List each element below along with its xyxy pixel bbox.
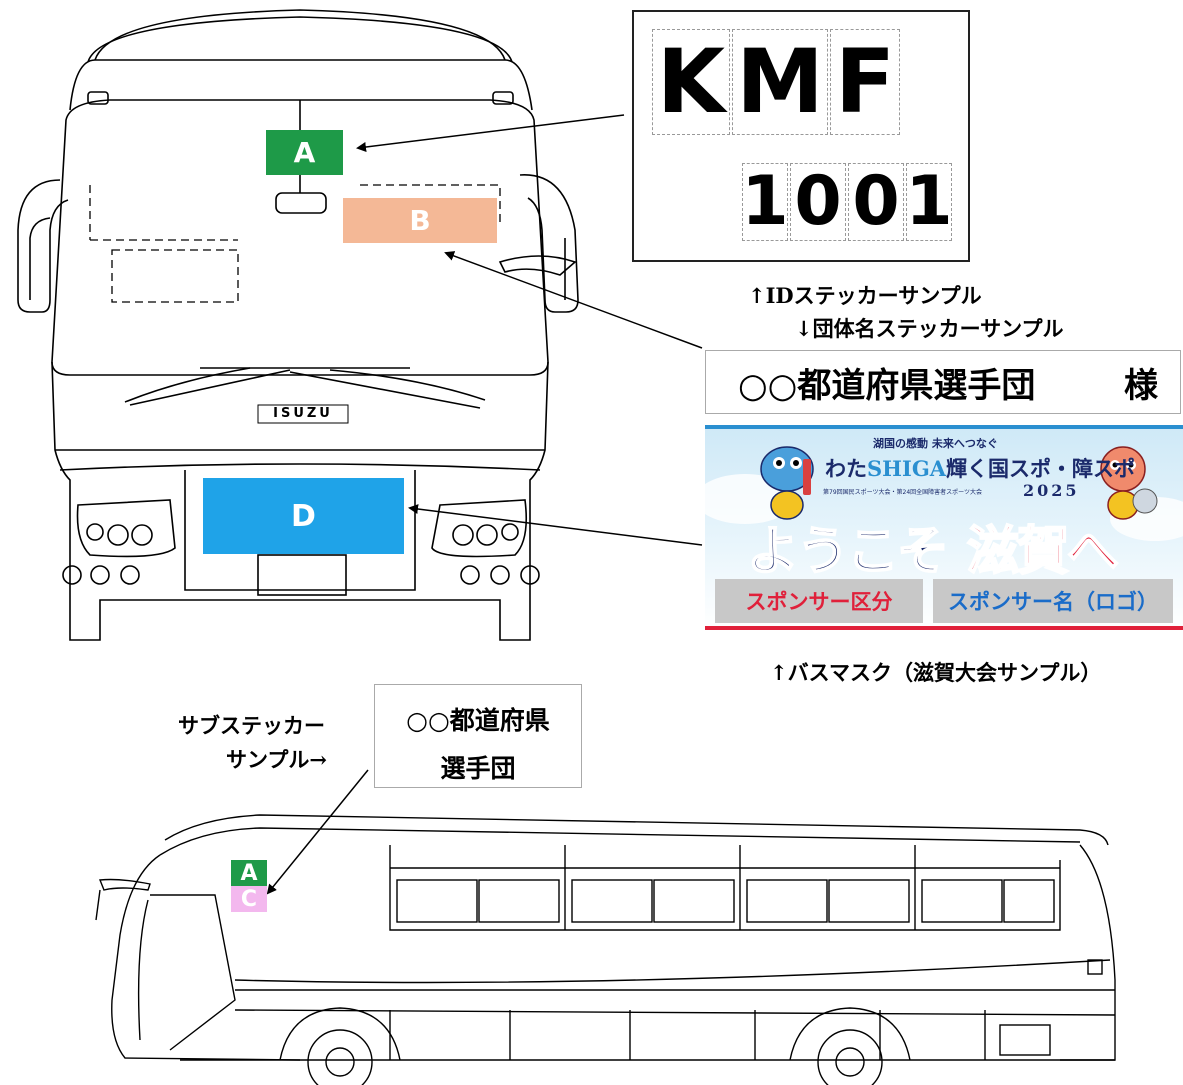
sponsor-name-text: スポンサー名（ロゴ） — [948, 590, 1158, 614]
mask-shiga: 滋賀へ — [966, 521, 1120, 583]
marker-a: A — [266, 130, 343, 175]
sponsor-category-box: スポンサー区分 — [715, 579, 923, 623]
side-marker-a: A — [231, 860, 267, 886]
bus-front-view — [17, 9, 579, 641]
id-digit-1: 1 — [741, 162, 789, 241]
brand-badge: ISUZU — [273, 406, 333, 421]
mascot-right — [1100, 446, 1158, 520]
id-letter-2: M — [732, 29, 828, 135]
side-marker-a-label: A — [240, 860, 258, 886]
caption-sub-sample-2: サンプル→ — [226, 747, 327, 772]
sub-sticker-sample: ○○都道府県 選手団 — [374, 684, 582, 788]
caption-busmask-sample: ↑バスマスク（滋賀大会サンプル） — [770, 660, 1102, 685]
caption-group-sample: ↓団体名ステッカーサンプル — [795, 316, 1064, 341]
mask-year: 2025 — [1023, 481, 1080, 500]
id-letter-1: K — [652, 29, 730, 135]
bus-mask-decor — [705, 446, 1183, 541]
sub-sticker-line2: 選手団 — [440, 754, 516, 783]
mask-bottom-stripe — [705, 626, 1183, 630]
mask-welcome: ようこそ — [746, 521, 950, 583]
group-name-text: ○○都道府県選手団 — [738, 365, 1036, 406]
group-honorific-text: 様 — [1124, 365, 1158, 406]
id-digit-4: 1 — [905, 162, 953, 241]
marker-d-label: D — [291, 498, 316, 534]
id-letter-3: F — [830, 29, 900, 135]
arrow-sub-to-c — [266, 769, 369, 895]
bus-side-view — [95, 814, 1116, 1085]
id-digit-2: 0 — [790, 163, 846, 241]
mask-tagline: 湖国の感動 未来へつなぐ — [873, 437, 998, 450]
mask-slogan-suffix: 輝く国スポ・障スポ — [946, 456, 1136, 481]
caption-sub-sample-1: サブステッカー — [178, 713, 325, 738]
mascot-left — [760, 446, 814, 520]
marker-d: D — [203, 478, 404, 554]
bus-mask-sample: 湖国の感動 未来へつなぐ わたSHIGA輝く国スポ・障スポ 第79回国民スポーツ… — [705, 425, 1183, 630]
mask-fine-print: 第79回国民スポーツ大会・第24回全国障害者スポーツ大会 — [823, 489, 983, 496]
group-name-sticker: ○○都道府県選手団 様 — [705, 350, 1181, 414]
id-sticker-sample: K M F 1 0 0 1 — [632, 10, 970, 262]
marker-a-label: A — [293, 136, 316, 169]
id-digit-3: 0 — [848, 163, 904, 241]
arrow-id-to-a — [356, 114, 625, 152]
marker-b-label: B — [409, 204, 431, 237]
arrow-group-to-b — [444, 251, 703, 349]
side-marker-c: C — [231, 886, 267, 912]
sponsor-category-text: スポンサー区分 — [745, 590, 893, 614]
sub-sticker-line1: ○○都道府県 — [406, 706, 550, 735]
mask-slogan-prefix: わた — [825, 456, 867, 481]
arrows — [266, 114, 703, 895]
side-marker-c-label: C — [240, 886, 258, 912]
mask-slogan-shiga: SHIGA — [867, 456, 947, 481]
caption-id-sample: ↑IDステッカーサンプル — [748, 283, 982, 308]
arrow-mask-to-d — [408, 504, 703, 546]
sponsor-name-box: スポンサー名（ロゴ） — [933, 579, 1173, 623]
marker-b: B — [343, 198, 497, 243]
mask-slogan: わたSHIGA輝く国スポ・障スポ — [825, 453, 1135, 483]
